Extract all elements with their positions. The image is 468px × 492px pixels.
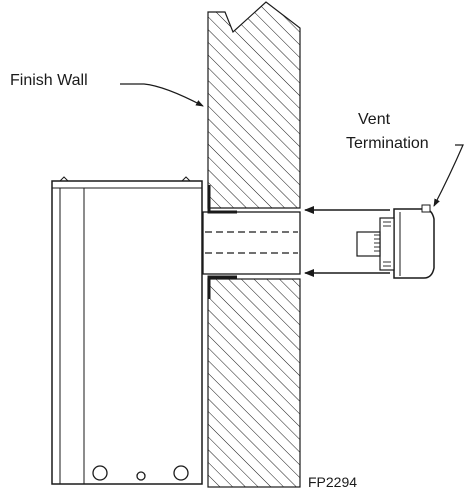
vent-label-line2: Termination xyxy=(346,135,429,152)
vent-termination-leader xyxy=(433,144,464,207)
unit-hole-middle xyxy=(136,471,146,481)
fireplace-unit xyxy=(51,176,203,485)
figure-id-label: FP2294 xyxy=(308,474,357,490)
lower-wall-section xyxy=(207,278,301,488)
vent-pipe xyxy=(202,211,301,275)
flashing-brackets xyxy=(207,185,237,299)
unit-hole-right xyxy=(173,465,189,481)
vent-label-line1: Vent xyxy=(358,111,391,128)
insertion-arrows xyxy=(304,206,390,277)
finish-wall-label: Finish Wall xyxy=(10,72,88,89)
upper-wall-section xyxy=(207,1,301,209)
finish-wall-leader xyxy=(120,83,204,107)
leader-lines xyxy=(120,83,464,207)
vent-termination-cap xyxy=(356,204,435,279)
unit-hole-left xyxy=(92,465,108,481)
